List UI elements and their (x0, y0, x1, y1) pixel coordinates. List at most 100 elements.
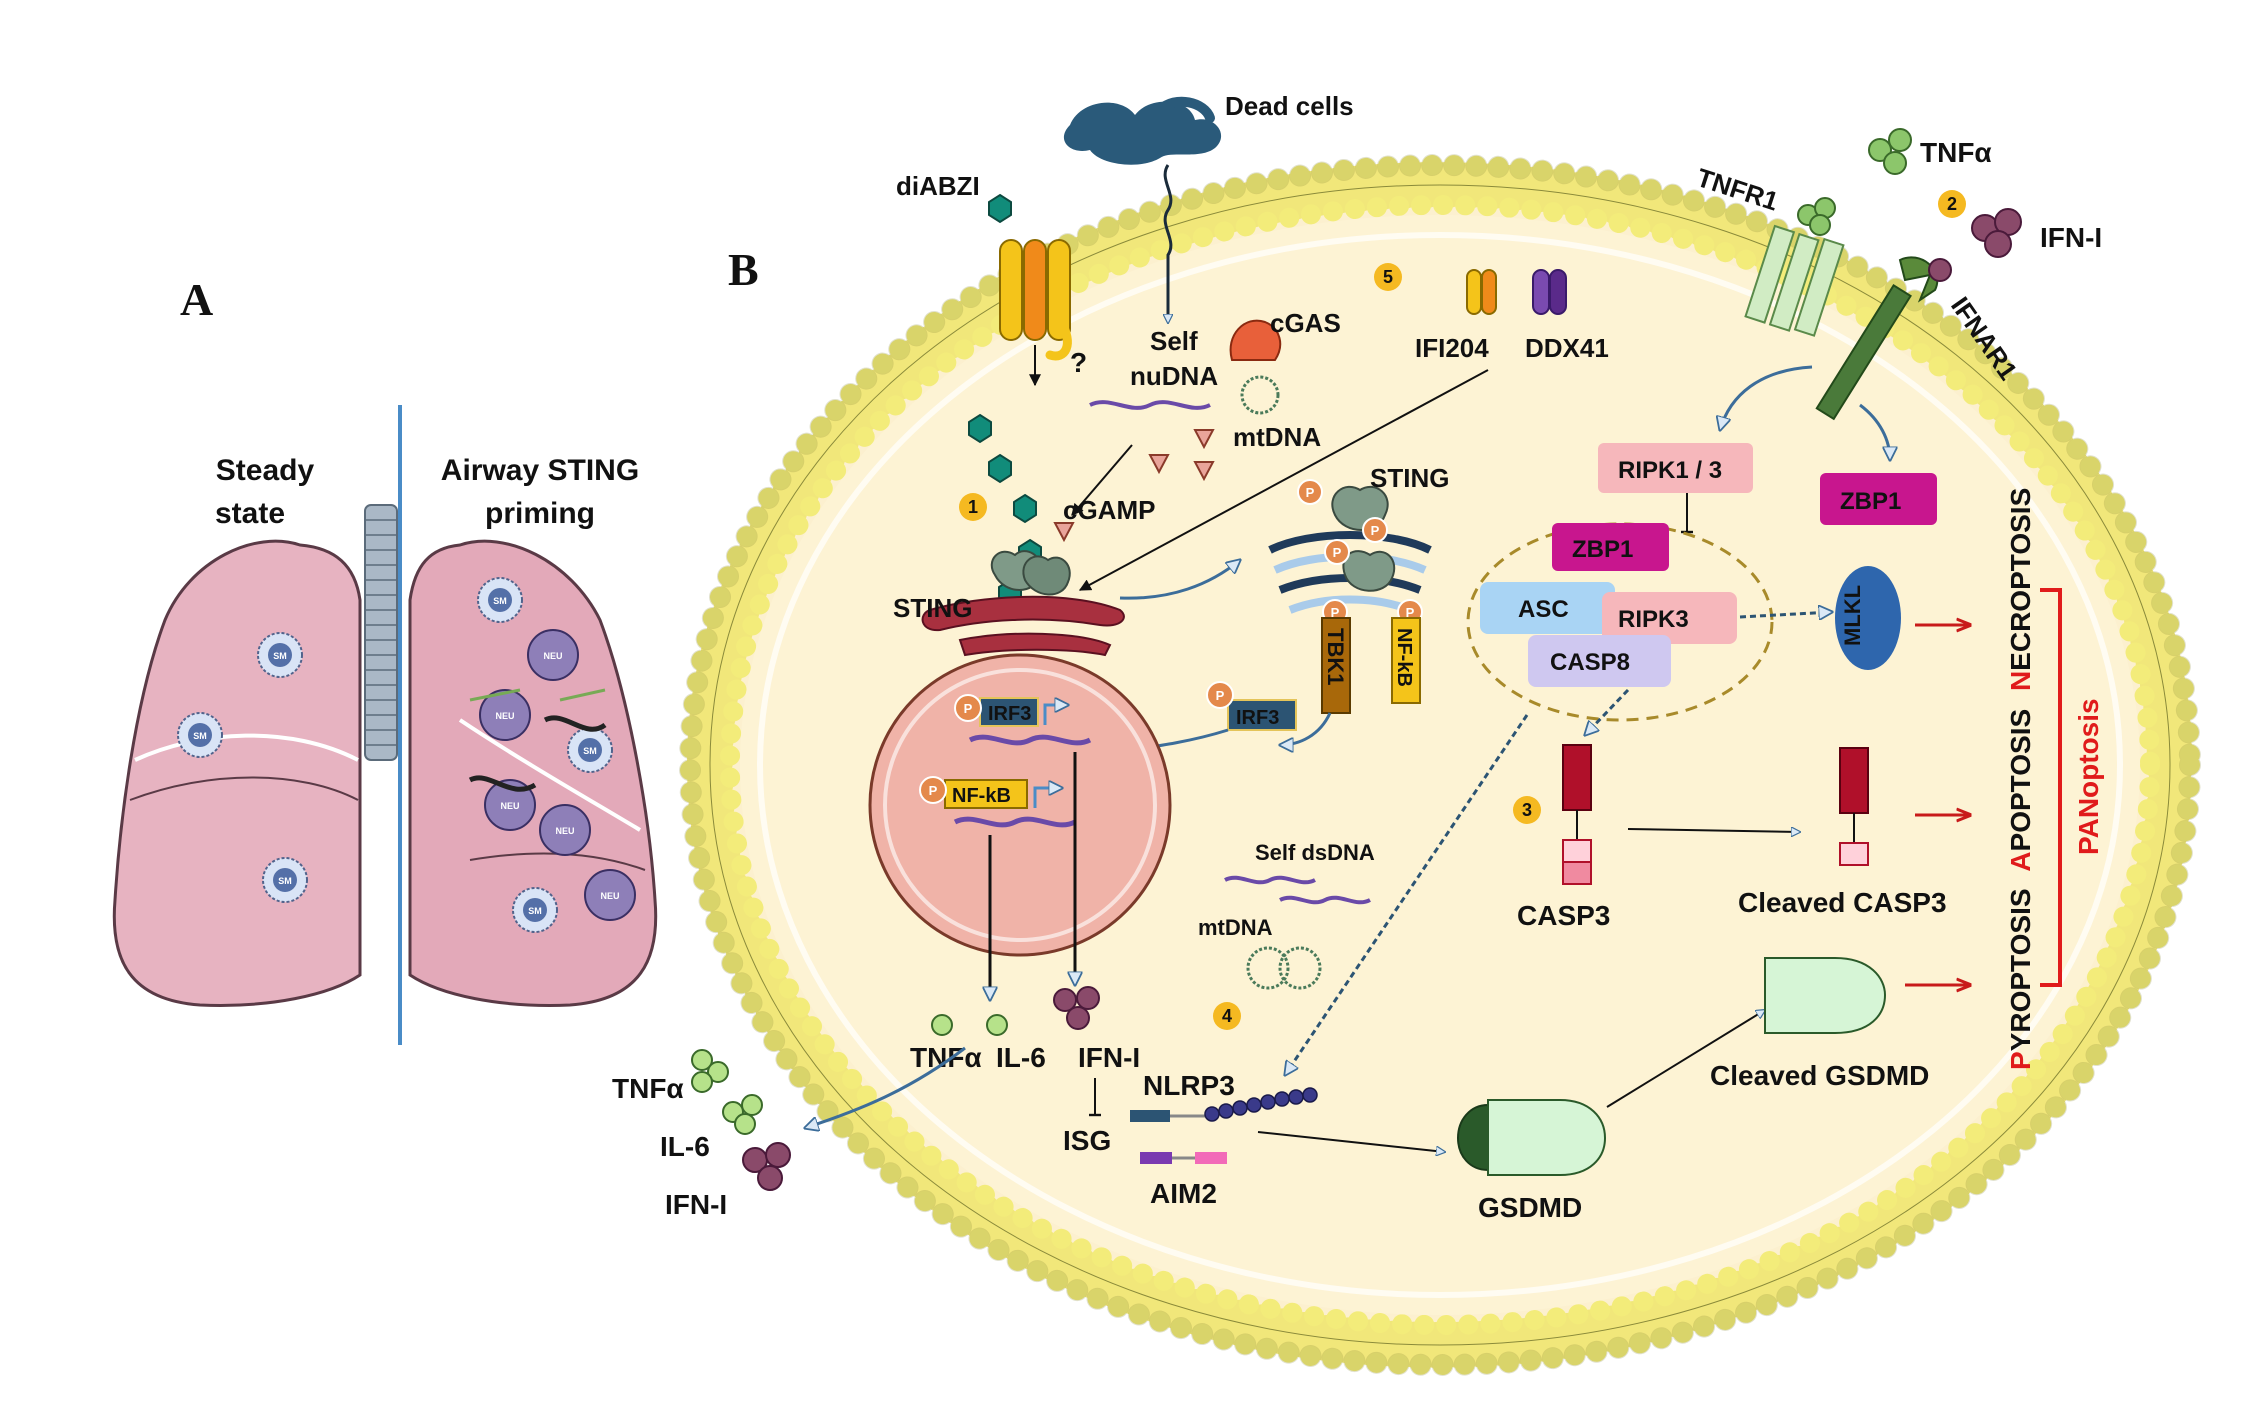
sm-cells (177, 577, 613, 933)
casp8-box (1528, 635, 1671, 687)
neu-label: NEU (555, 826, 574, 836)
necroptosis-initial: N (2005, 671, 2036, 691)
tbk1-label: TBK1 (1323, 628, 1348, 685)
pan-rest: optosis (2073, 698, 2104, 798)
dead-cells-icon (1063, 96, 1222, 165)
sm-label: SM (583, 746, 597, 756)
nlrp3-label: NLRP3 (1143, 1070, 1235, 1101)
panel-a-label: A (180, 274, 213, 325)
tnfr1-receptor (1744, 197, 1845, 337)
ext-ifni-outside (742, 1142, 791, 1191)
asc-box (1480, 582, 1615, 634)
il6-inner-label: IL-6 (996, 1042, 1046, 1073)
sm-label: SM (493, 596, 507, 606)
ifnar1-receptor (1815, 256, 1952, 421)
ifni-molecules (1053, 986, 1100, 1030)
irf3-cyto-label: IRF3 (1236, 707, 1279, 729)
tbk1-box (1321, 617, 1351, 714)
lung-illustration: SM SM SM SM SM SM NEU NEU NEU NEU NEU (112, 405, 658, 1045)
zbp1-right-box (1820, 473, 1937, 525)
aim2-label: AIM2 (1150, 1178, 1217, 1209)
casp8-label: CASP8 (1550, 649, 1630, 676)
mtdna-label: mtDNA (1233, 422, 1321, 452)
ext-tnfa-cluster (1868, 128, 1912, 175)
nfkb-vertical-label: NF-kB (1393, 628, 1415, 687)
irf3-cyto-box (1227, 699, 1297, 731)
irf3-nuclear-label: IRF3 (988, 703, 1031, 725)
mtdna-lower-label: mtDNA (1198, 915, 1273, 940)
mtdna-ring (1240, 375, 1280, 415)
ext-ifni-cluster (1971, 208, 2022, 258)
zbp1-right-label: ZBP1 (1840, 488, 1901, 515)
ripk13-box (1598, 443, 1753, 493)
il6-molecule (986, 1014, 1008, 1036)
panoptosis-label: PANoptosis (2073, 698, 2104, 855)
nfkb-nuclear-box (944, 779, 1028, 809)
er-sting-complex (921, 550, 1125, 657)
diabzi-label: diABZI (896, 171, 980, 201)
left-lung (112, 539, 362, 1007)
il6-outside-label: IL-6 (660, 1131, 710, 1162)
nfkb-nuclear-label: NF-kB (952, 785, 1011, 807)
tnfa-external-label: TNFα (1920, 137, 1992, 168)
self-label: Self (1150, 326, 1198, 356)
phospho-tag: P (1331, 605, 1340, 620)
steady-state-title-2: state (215, 497, 285, 530)
step-badge-2: 2 (1947, 194, 1957, 214)
ifni-inner-label: IFN-I (1078, 1042, 1140, 1073)
sting-er-label: STING (893, 593, 972, 623)
sting-channel (999, 239, 1072, 361)
ddx41-label: DDX41 (1525, 333, 1609, 363)
apoptosis-initial: A (2005, 851, 2036, 871)
phospho-tag: P (964, 701, 973, 716)
neu-cells (479, 629, 636, 921)
tnfa-inner-label: TNFα (910, 1042, 982, 1073)
step-badge-4: 4 (1222, 1006, 1232, 1026)
tnfa-outside-label: TNFα (612, 1073, 684, 1104)
cleaved-gsdmd-icon (1764, 957, 1887, 1034)
necroptosis-rest: ECROPTOSIS (2005, 488, 2036, 671)
step-badge-5: 5 (1383, 267, 1393, 287)
ripk3-label: RIPK3 (1618, 606, 1689, 633)
sm-label: SM (273, 651, 287, 661)
ddx41-icon (1532, 269, 1567, 315)
nfkb-vertical-box (1391, 617, 1421, 704)
mlkl-label: MLKL (1840, 585, 1865, 646)
zbp1-inner-box (1552, 523, 1669, 571)
steady-state-title: Steady (216, 454, 315, 487)
ifi204-icon (1466, 269, 1497, 315)
sting-priming-title: Airway STING (441, 454, 639, 487)
irf3-cyto-p (1206, 681, 1234, 709)
right-lung (408, 539, 658, 1007)
zbp1-inner-label: ZBP1 (1572, 536, 1633, 563)
neu-label: NEU (500, 801, 519, 811)
asc-label: ASC (1518, 596, 1569, 623)
unknown-entry-mark: ? (1070, 347, 1087, 378)
step-badges (959, 190, 1966, 1030)
phospho-tag: P (1406, 605, 1415, 620)
ripk13-label: RIPK1 / 3 (1618, 457, 1722, 484)
ifni-external-label: IFN-I (2040, 222, 2102, 253)
pyroptosis-rest: YROPTOSIS (2005, 888, 2036, 1051)
sm-label: SM (528, 906, 542, 916)
apoptosis-rest: POPTOSIS (2005, 709, 2036, 852)
golgi-sting-complex (1268, 479, 1432, 625)
cleaved-casp3-label: Cleaved CASP3 (1738, 887, 1947, 918)
sm-label: SM (193, 731, 207, 741)
pan-initial: PAN (2073, 798, 2104, 855)
sting-priming-title-2: priming (485, 497, 595, 530)
nlrp3-icon (1130, 1087, 1318, 1122)
cleaved-casp3-icon (1839, 747, 1869, 866)
dna-helix-lower (953, 816, 1077, 828)
gsdmd-icon (1456, 1099, 1607, 1176)
phospho-tag: P (1306, 485, 1315, 500)
nudna-helix (1089, 400, 1211, 410)
cell-membrane (679, 154, 2201, 1376)
dna-helix-upper (968, 734, 1092, 746)
self-dsdna-label: Self dsDNA (1255, 840, 1375, 865)
ext-tnfa-outside (691, 1049, 729, 1093)
casp3-label: CASP3 (1517, 900, 1610, 931)
phospho-tag: P (1371, 523, 1380, 538)
outcome-labels: PYROPTOSIS APOPTOSIS NECROPTOSIS (2005, 488, 2036, 1070)
